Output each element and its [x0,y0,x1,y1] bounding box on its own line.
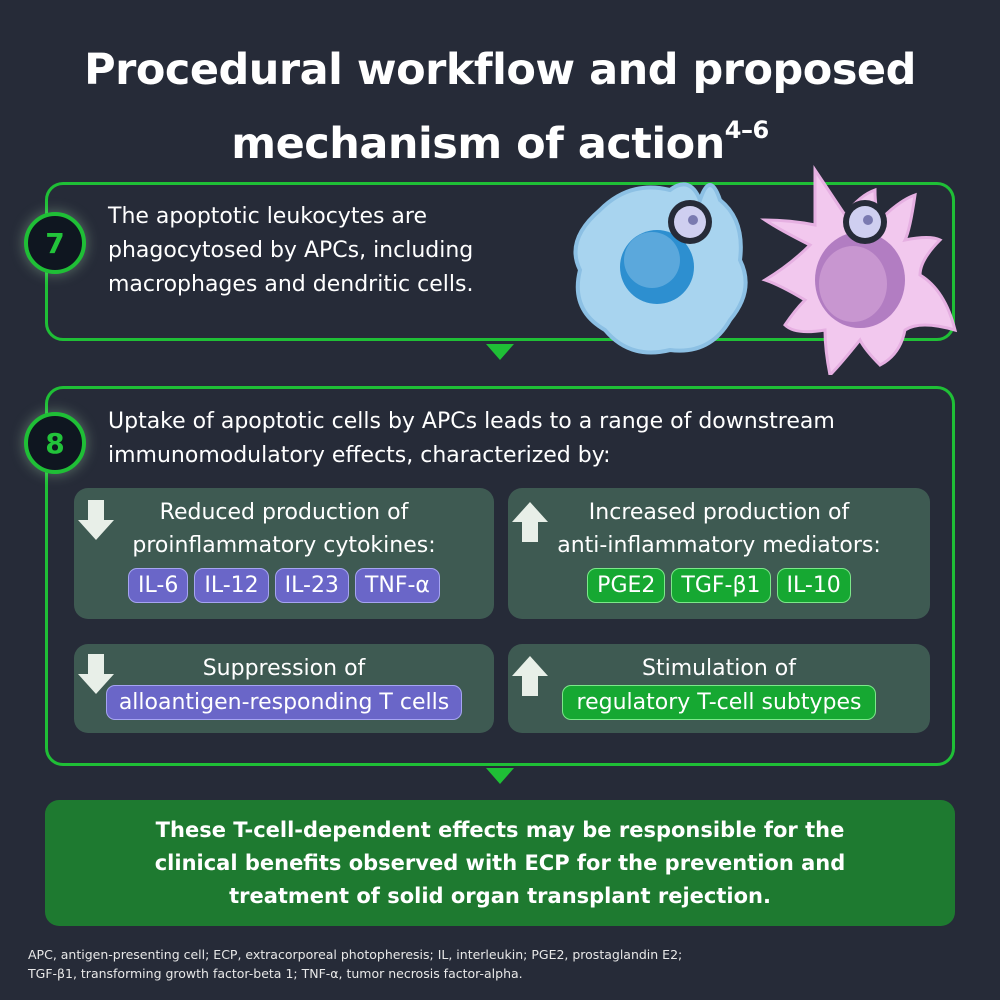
title-text: Procedural workflow and proposed mechani… [84,45,916,169]
cytokine-chip: IL-23 [274,568,349,603]
mediator-chip: PGE2 [587,568,666,603]
arrow-down-icon [78,500,114,540]
effect-panel-suppression: Suppression of alloantigen-responding T … [74,644,494,733]
panel-text: Increased production of [588,500,850,525]
arrow-down-icon [78,654,114,694]
arrow-up-icon [512,656,548,696]
mediator-chip: TGF-β1 [671,568,771,603]
apc-cells-illustration [573,165,958,375]
panel-text: Stimulation of [641,656,796,681]
effect-panel-stimulation: Stimulation of regulatory T-cell subtype… [508,644,930,733]
effect-panel-mediators: Increased production of anti-inflammator… [508,488,930,619]
panel-text: Reduced production of [159,500,409,525]
text-line: phagocytosed by APCs, including [108,238,474,263]
conclusion-box: These T-cell-dependent effects may be re… [45,800,955,926]
effect-panel-cytokines: Reduced production of proinflammatory cy… [74,488,494,619]
step-8-badge: 8 [24,412,86,474]
panel-text: proinflammatory cytokines: [132,533,436,558]
cytokine-chip: IL-12 [194,568,269,603]
dendritic-cell-icon [760,165,958,375]
conclusion-text: These T-cell-dependent effects may be re… [155,817,845,842]
flow-arrow-icon [486,344,514,360]
arrow-up-icon [512,502,548,542]
footnote: APC, antigen-presenting cell; ECP, extra… [28,945,988,983]
conclusion-text: clinical benefits observed with ECP for … [154,850,846,875]
footnote-line: APC, antigen-presenting cell; ECP, extra… [28,947,683,962]
text-line: Uptake of apoptotic cells by APCs leads … [108,409,835,434]
footnote-line: TGF-β1, transforming growth factor-beta … [28,966,523,981]
panel-text: Suppression of [202,656,366,681]
t-cell-chip: alloantigen-responding T cells [105,685,463,720]
text-line: immunomodulatory effects, characterized … [108,443,611,468]
text-line: The apoptotic leukocytes are [108,204,428,229]
mediator-chip: IL-10 [776,568,851,603]
cytokine-chip: IL-6 [128,568,189,603]
cytokine-chip: TNF-α [354,568,440,603]
step-8-text: Uptake of apoptotic cells by APCs leads … [108,405,835,473]
t-cell-chip: regulatory T-cell subtypes [561,685,877,720]
step-7-text: The apoptotic leukocytes are phagocytose… [108,200,473,302]
page-title: Procedural workflow and proposed mechani… [0,40,1000,174]
macrophage-icon [573,182,748,355]
panel-text: anti-inflammatory mediators: [557,533,881,558]
conclusion-text: treatment of solid organ transplant reje… [229,883,771,908]
step-7-badge: 7 [24,212,86,274]
title-reference: 4–6 [724,116,769,144]
text-line: macrophages and dendritic cells. [108,272,474,297]
step-8-box [45,386,955,766]
flow-arrow-icon [486,768,514,784]
